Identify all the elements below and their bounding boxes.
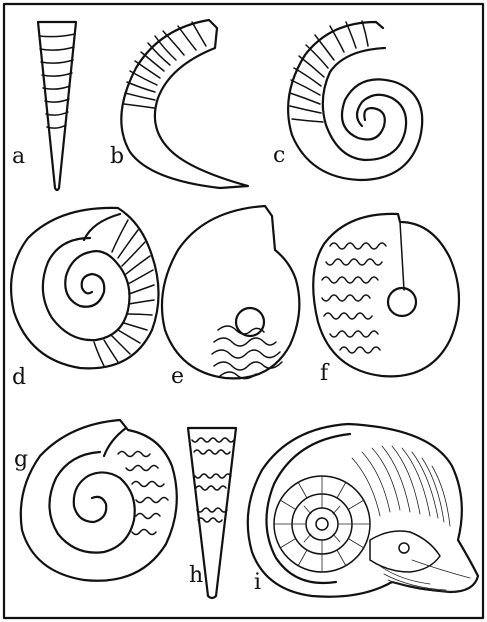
suture-frills — [321, 242, 387, 354]
ribs — [93, 219, 155, 367]
label-e: e — [171, 364, 184, 389]
fossil-f-ceratite — [312, 212, 461, 378]
label-b: b — [110, 144, 124, 169]
label-f: f — [320, 361, 330, 386]
fossil-c-open-coil — [287, 20, 424, 182]
label-g: g — [14, 447, 28, 472]
tentacle-lines — [379, 559, 471, 593]
suture-frills — [117, 450, 169, 536]
fossil-h-orthocone-sutured — [186, 426, 238, 600]
label-i: i — [254, 570, 261, 595]
suture-waves — [211, 325, 283, 380]
septa — [273, 475, 371, 573]
fossil-e-goniatite — [160, 204, 301, 380]
body-hatching — [351, 445, 451, 527]
label-c: c — [273, 143, 285, 168]
fossil-g-ammonite-sutured — [19, 418, 178, 582]
septa-lines — [38, 33, 76, 129]
fossil-b-curved-cone — [120, 18, 250, 190]
ribs — [123, 21, 207, 109]
fossil-d-ammonite-ribbed — [10, 206, 160, 370]
fossil-i-nautilus — [246, 422, 480, 598]
ribs — [289, 20, 369, 123]
label-d: d — [12, 365, 26, 390]
label-a: a — [12, 144, 25, 169]
fossil-a-orthoceras — [36, 20, 78, 192]
suture-frills — [191, 437, 235, 523]
label-h: h — [189, 563, 203, 588]
